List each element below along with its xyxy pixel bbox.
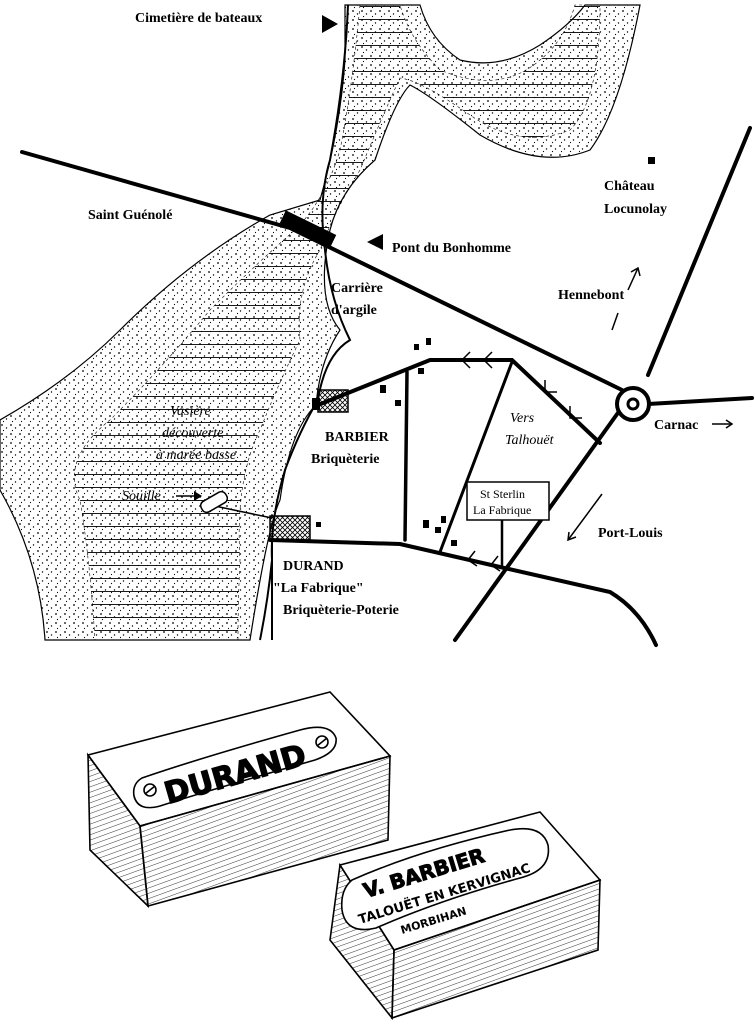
label-port-louis: Port-Louis: [598, 526, 663, 541]
label-briqueterie-poterie: Briquèterie-Poterie: [283, 603, 399, 618]
road-durand: [268, 538, 658, 647]
road-carnac: [646, 396, 754, 406]
label-barbier-briqueterie: Briquèterie: [311, 452, 379, 467]
label-vasiere: Vasière: [170, 404, 211, 419]
brick-barbier: [329, 811, 602, 1021]
label-locunolay: Locunolay: [604, 202, 667, 217]
durand-factory: [269, 515, 311, 541]
label-la-fabrique: "La Fabrique": [273, 581, 364, 596]
roundabout: [615, 386, 651, 422]
label-carriere: Carrière: [331, 281, 383, 296]
road-direction-arrows: [460, 351, 582, 572]
map-labels: Cimetière de bateaux Saint Guénolé Pont …: [88, 11, 698, 618]
label-hennebont: Hennebont: [558, 288, 624, 303]
label-decouverte: découverte: [162, 426, 223, 441]
label-chateau: Château: [604, 179, 655, 194]
label-barbier: BARBIER: [325, 430, 390, 445]
label-argile: d'argile: [331, 303, 377, 318]
st-sterlin-sign: [466, 481, 550, 521]
road-link-2: [438, 360, 514, 554]
pont-du-bonhomme-bridge: [279, 210, 337, 248]
barbier-factory: [317, 389, 349, 413]
label-vers: Vers: [510, 411, 535, 426]
road-hennebont: [646, 126, 752, 377]
label-la-fabrique-sign: La Fabrique: [473, 503, 531, 517]
label-carnac: Carnac: [654, 418, 698, 433]
road-talhouet: [316, 358, 602, 445]
label-talhouet: Talhouët: [505, 433, 555, 448]
road-port-louis: [453, 408, 622, 642]
label-pont: Pont du Bonhomme: [392, 241, 511, 256]
label-maree-basse: à marée basse: [156, 448, 236, 463]
pont-pointer-icon: [367, 234, 383, 250]
chateau-marker: [648, 157, 655, 164]
buildings: [269, 157, 655, 546]
brick-durand: [86, 691, 392, 909]
label-cimetiere: Cimetière de bateaux: [135, 11, 262, 26]
label-souille: Souille: [122, 489, 161, 504]
pointer-arrows: [322, 15, 383, 250]
label-saint-guenole: Saint Guénolé: [88, 208, 172, 223]
road-link-1: [403, 370, 409, 542]
label-durand: DURAND: [283, 559, 344, 574]
river-estuary: [0, 4, 641, 641]
souille-marker: [176, 490, 273, 519]
direction-arrows: [567, 266, 734, 542]
river-water: [73, 4, 601, 641]
cimetiere-pointer-icon: [322, 15, 338, 33]
label-st-sterlin: St Sterlin: [480, 487, 525, 501]
